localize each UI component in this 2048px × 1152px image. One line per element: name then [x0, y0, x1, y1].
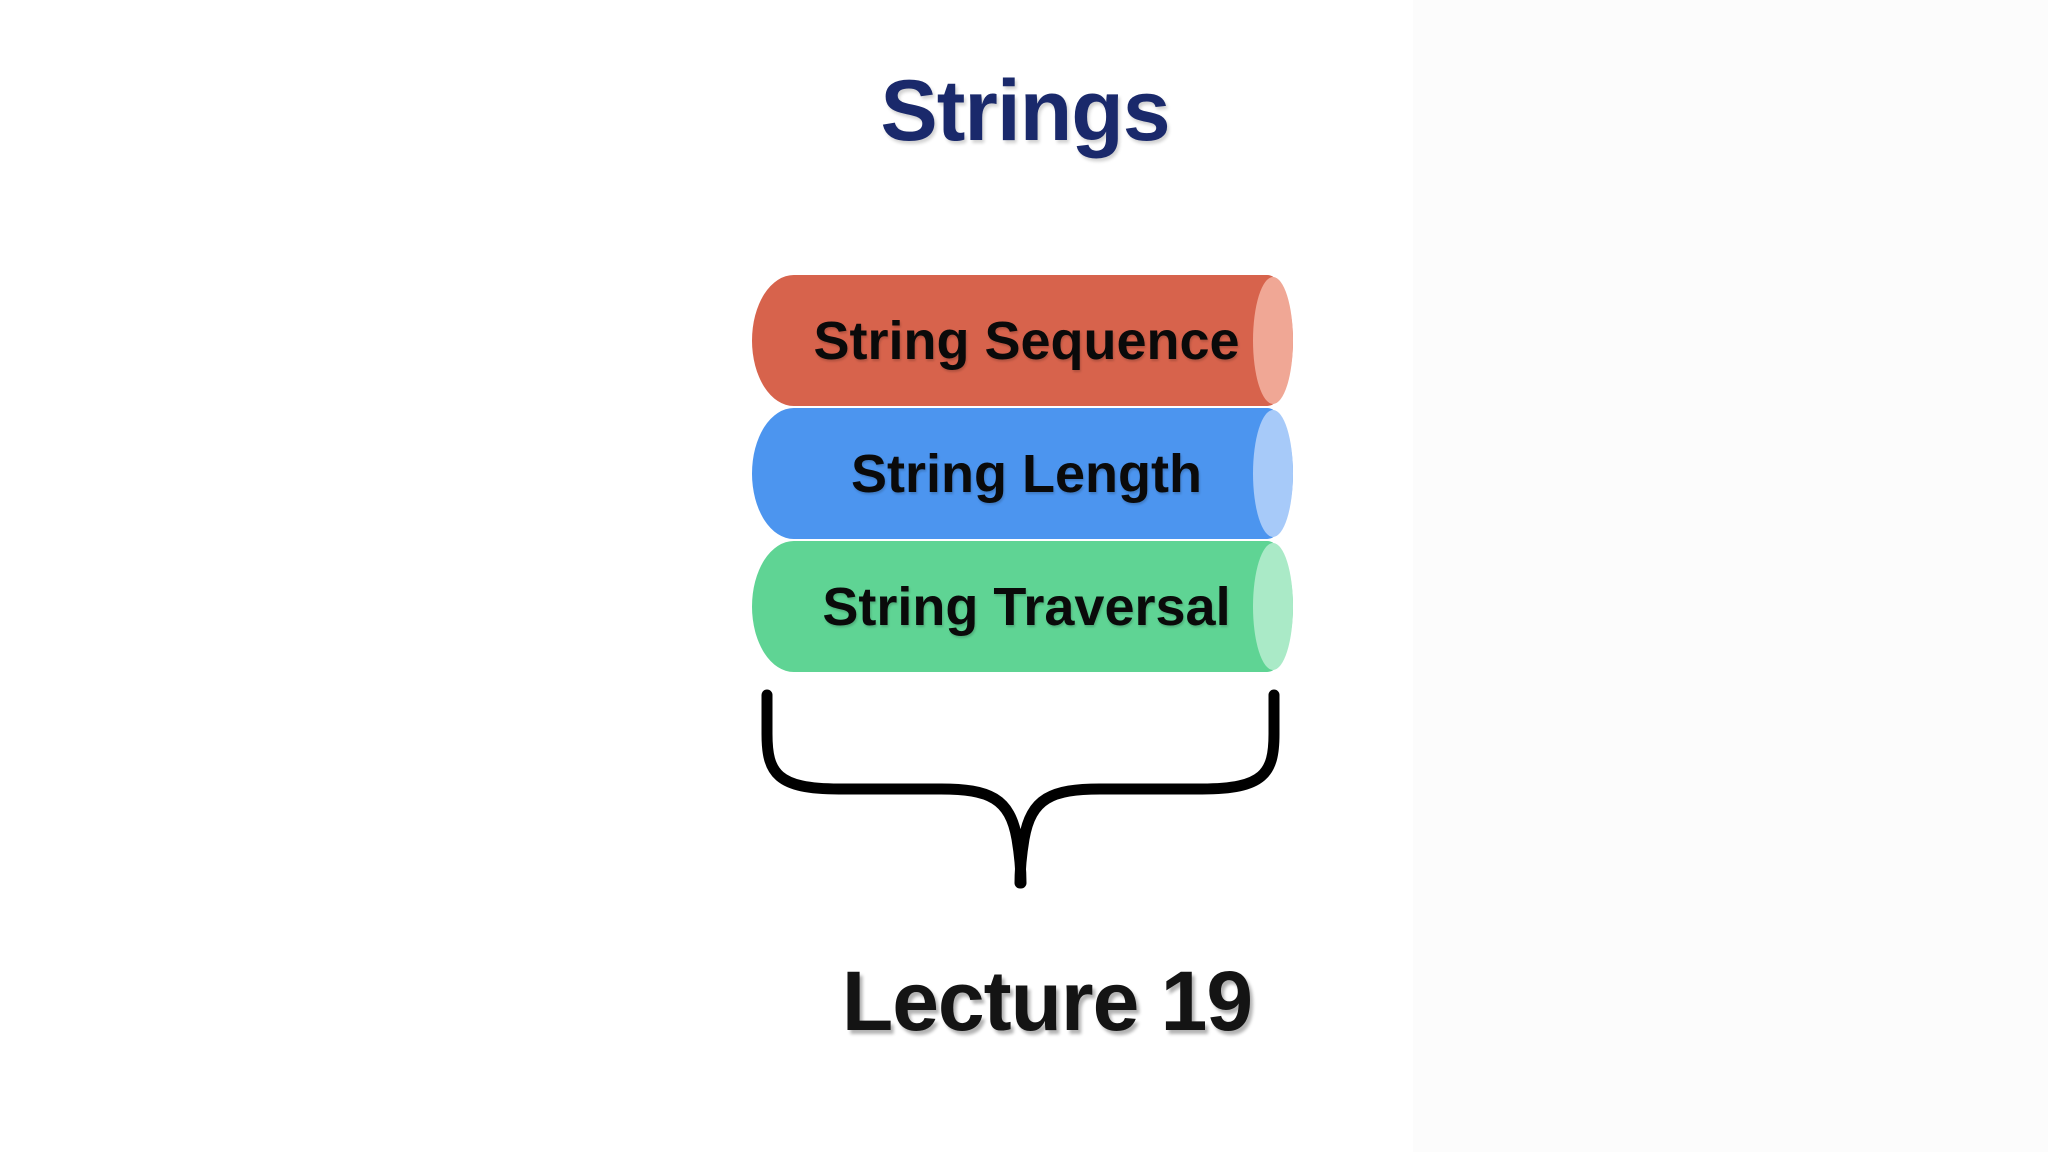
- curly-brace-icon: [761, 689, 1280, 889]
- cylinder-string-length: String Length: [752, 408, 1293, 539]
- cylinder-label: String Sequence: [813, 310, 1240, 371]
- curly-brace-path: [761, 689, 1280, 889]
- slide-title: Strings: [880, 63, 1170, 159]
- cylinder-end-cap: [1253, 277, 1293, 404]
- cylinder-label: String Traversal: [822, 576, 1231, 637]
- cylinder-end-cap: [1253, 543, 1293, 670]
- cylinder-string-sequence: String Sequence: [752, 275, 1293, 406]
- cylinder-string-traversal: String Traversal: [752, 541, 1293, 672]
- cylinder-end-cap: [1253, 410, 1293, 537]
- cylinder-label: String Length: [851, 443, 1202, 504]
- right-margin-tint: [1413, 0, 2048, 1152]
- lecture-number-label: Lecture 19: [841, 954, 1253, 1048]
